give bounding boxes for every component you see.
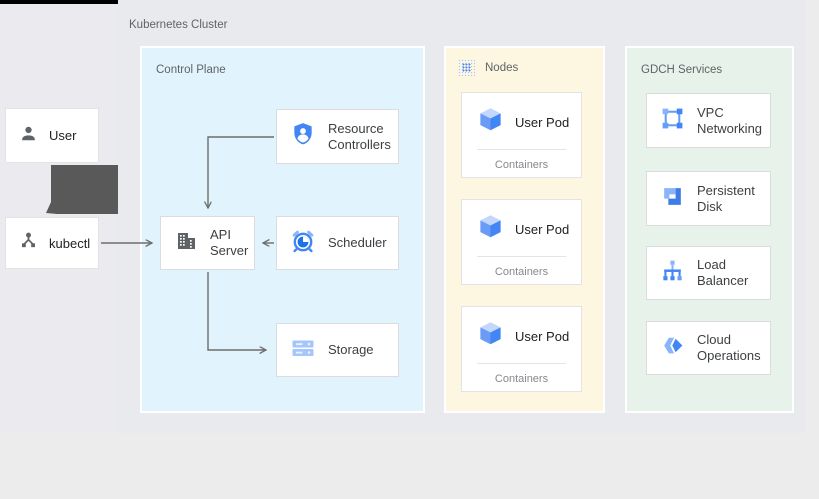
gdch-services-panel: GDCH Services VPC Networking P	[625, 46, 794, 413]
kubernetes-cluster-label: Kubernetes Cluster	[129, 19, 228, 31]
shield-person-icon	[290, 121, 316, 152]
storage-racks-icon	[290, 335, 316, 366]
vpc-networking-label: VPC Networking	[697, 104, 763, 136]
cloud-operations-label: Cloud Operations	[697, 332, 761, 363]
pod-divider	[477, 256, 566, 257]
user-pod-card: User Pod Containers	[461, 199, 582, 285]
cloud-operations-card: Cloud Operations	[646, 321, 771, 375]
kubectl-fork-icon	[19, 231, 38, 255]
resource-controllers-label: Resource Controllers	[328, 120, 391, 152]
user-pod-label: User Pod	[515, 114, 570, 130]
user-pod-label: User Pod	[515, 221, 570, 237]
nodes-dot-grid-icon	[458, 59, 475, 76]
building-icon	[174, 229, 198, 258]
nodes-panel: Nodes User Pod Containers	[444, 46, 605, 413]
left-background	[0, 0, 118, 433]
user-pod-label: User Pod	[515, 328, 570, 344]
user-pod-card: User Pod Containers	[461, 306, 582, 392]
persistent-disk-label: Persistent Disk	[697, 182, 755, 214]
gdch-services-title: GDCH Services	[641, 64, 723, 76]
pod-cube-icon	[477, 320, 504, 352]
storage-label: Storage	[328, 342, 374, 357]
person-icon	[19, 124, 38, 148]
pod-divider	[477, 149, 566, 150]
vpc-networking-card: VPC Networking	[646, 93, 771, 148]
api-server-label: API Server	[210, 227, 249, 258]
resource-controllers-card: Resource Controllers	[276, 109, 399, 164]
kubectl-card: kubectl	[5, 217, 99, 269]
load-balancer-icon	[660, 258, 685, 288]
pod-cube-icon	[477, 106, 504, 138]
nodes-title: Nodes	[485, 61, 519, 74]
user-card: User	[5, 108, 99, 163]
clock-icon	[290, 228, 316, 259]
kubectl-label: kubectl	[49, 235, 91, 251]
persistent-disk-icon	[660, 184, 685, 214]
containers-label: Containers	[494, 159, 549, 171]
top-left-black-bar	[0, 0, 118, 4]
user-pod-card: User Pod Containers	[461, 92, 582, 178]
containers-label: Containers	[494, 266, 549, 278]
pod-cube-icon	[477, 213, 504, 245]
load-balancer-card: Load Balancer	[646, 246, 771, 300]
api-server-card: API Server	[160, 216, 255, 270]
persistent-disk-card: Persistent Disk	[646, 171, 771, 226]
cloud-operations-icon	[660, 333, 685, 363]
containers-label: Containers	[494, 373, 549, 385]
user-label: User	[49, 128, 77, 143]
load-balancer-label: Load Balancer	[697, 257, 749, 288]
control-plane-title: Control Plane	[156, 64, 226, 76]
pod-divider	[477, 363, 566, 364]
scheduler-label: Scheduler	[328, 235, 387, 250]
storage-card: Storage	[276, 323, 399, 377]
vpc-network-icon	[660, 106, 685, 136]
nodes-title-row: Nodes	[458, 59, 518, 76]
scheduler-card: Scheduler	[276, 216, 399, 270]
control-plane-panel: Control Plane Resource Controllers	[140, 46, 425, 413]
